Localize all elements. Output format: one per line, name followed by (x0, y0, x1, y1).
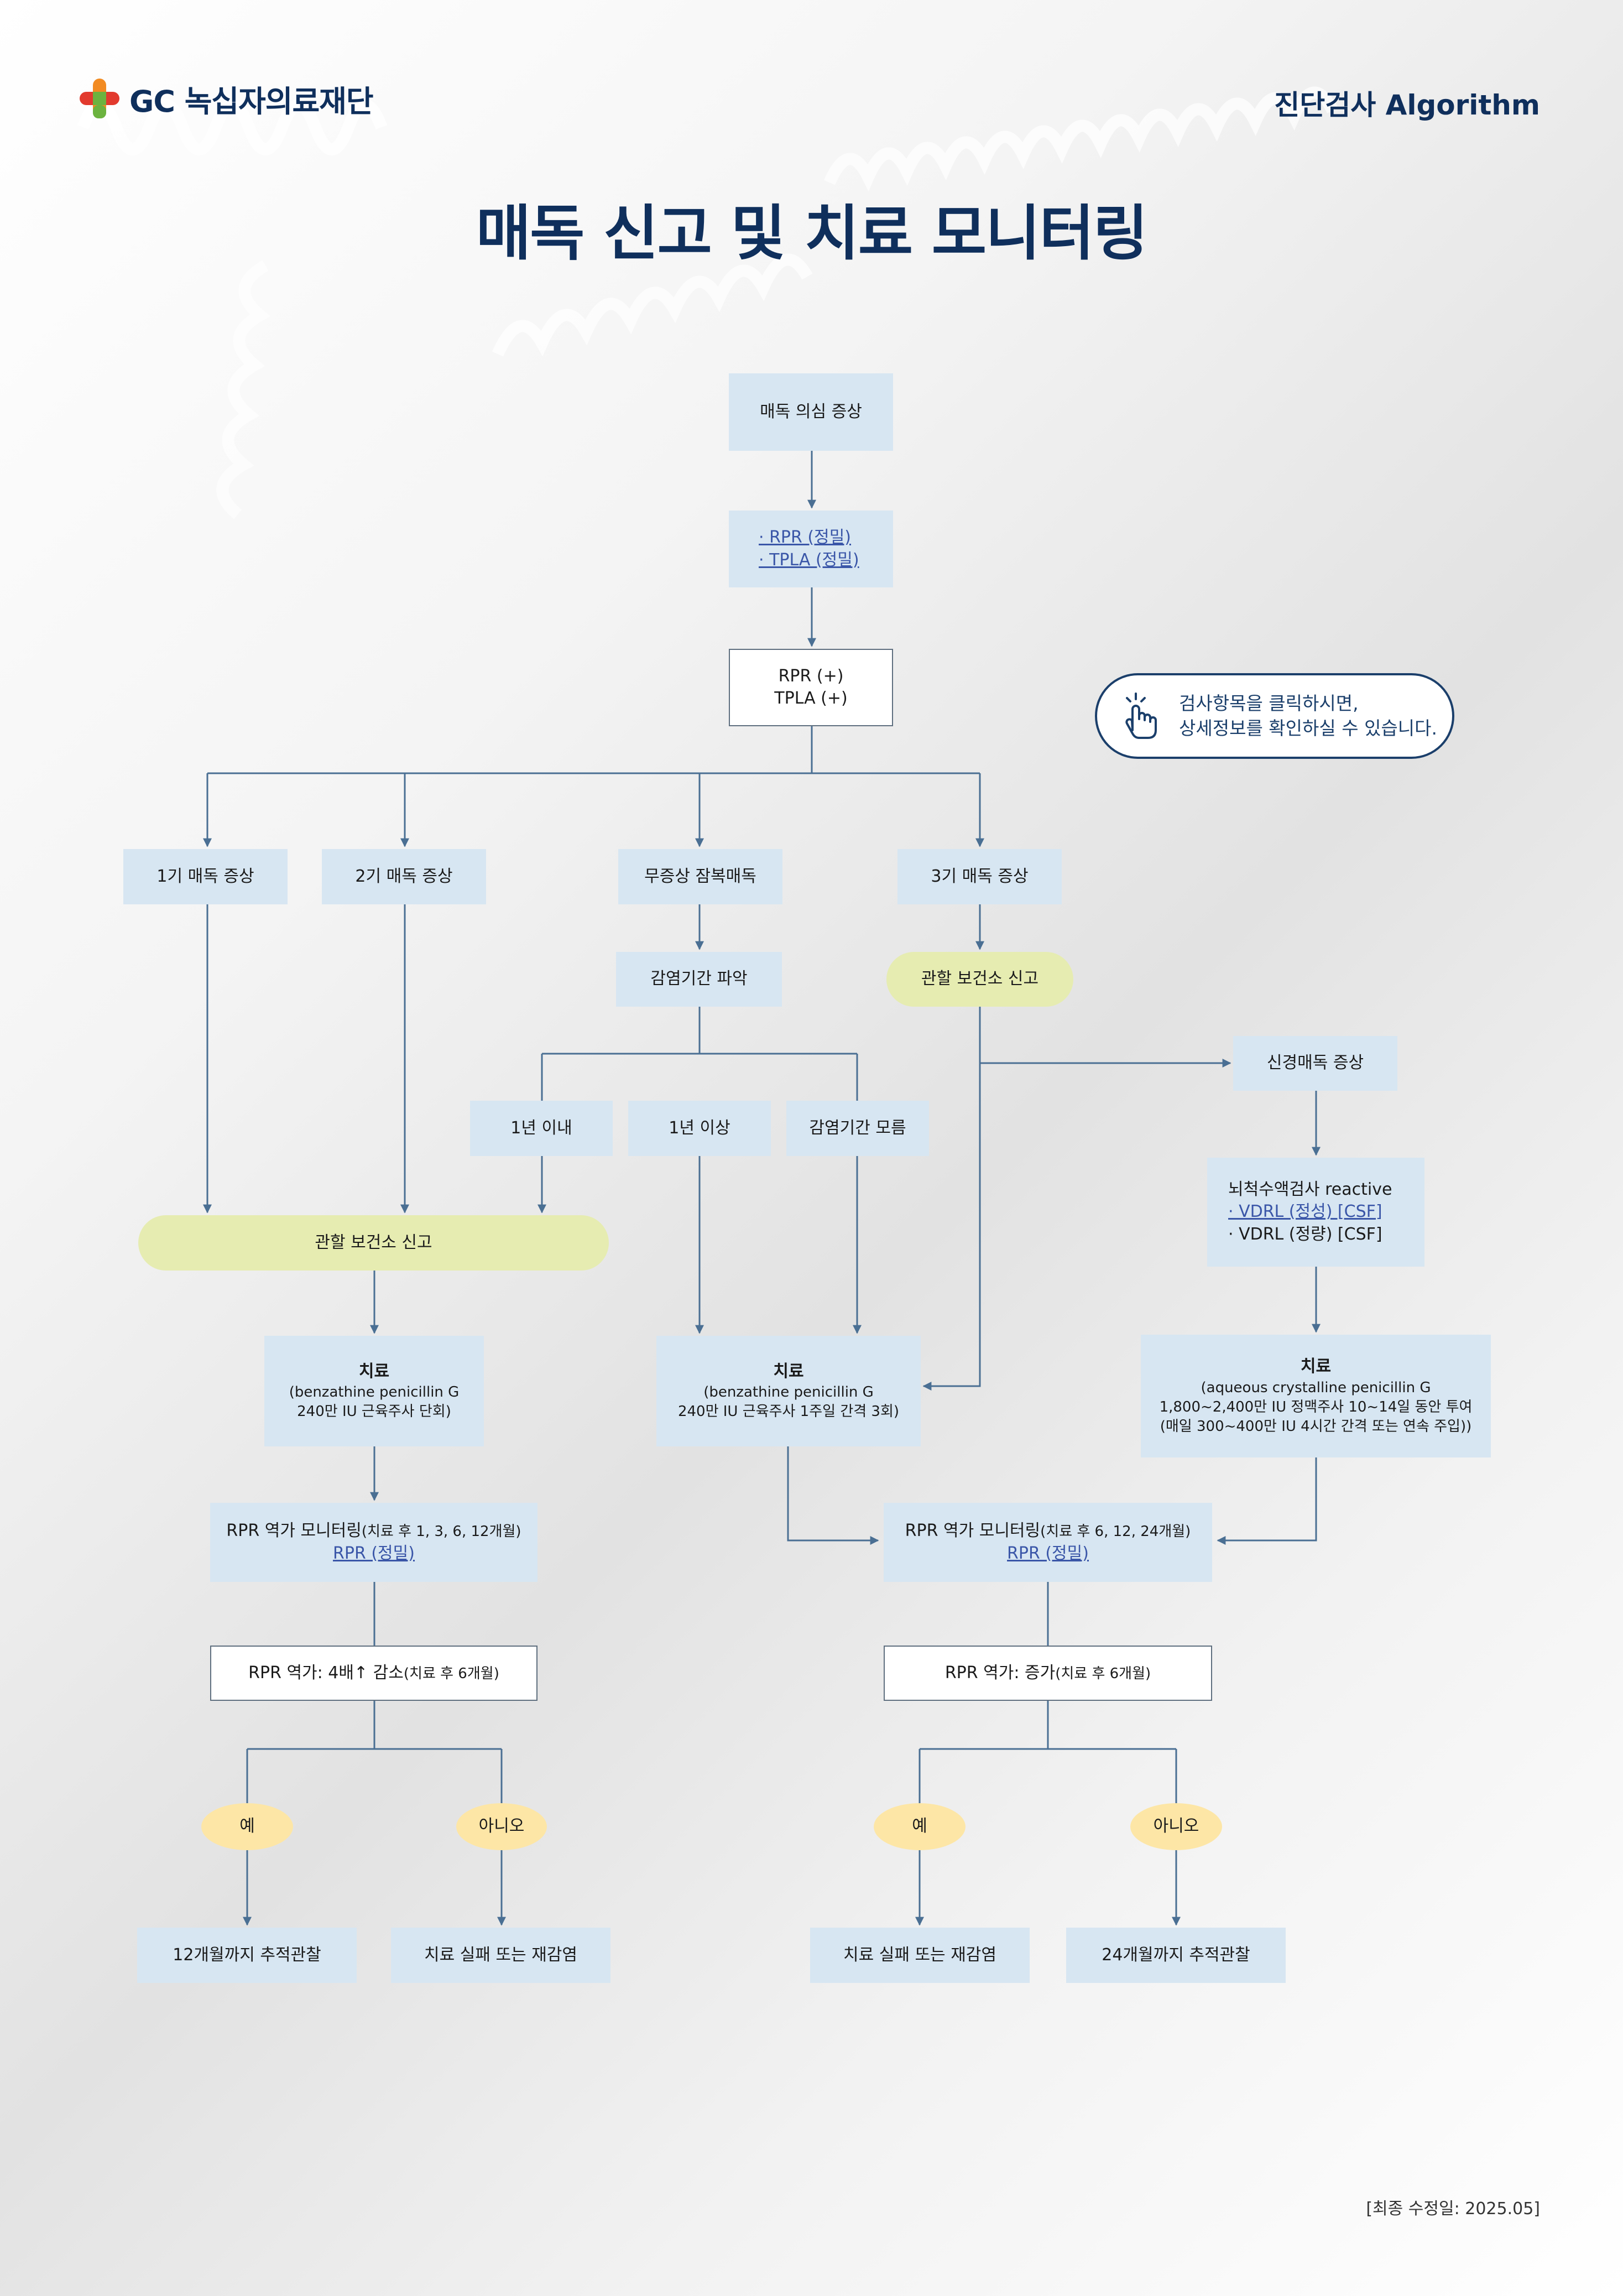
node-duration-unknown: 감염기간 모름 (786, 1101, 929, 1156)
check-timing: (치료 후 6개월) (403, 1665, 499, 1682)
node-label: 관할 보건소 신고 (315, 1232, 432, 1252)
node-neurosyphilis: 신경매독 증상 (1233, 1036, 1397, 1091)
decision-yes-2: 예 (874, 1803, 966, 1850)
tip-line-1: 검사항목을 클릭하시면, (1179, 692, 1359, 714)
node-label: 관할 보건소 신고 (921, 969, 1039, 989)
node-label: 1년 이내 (510, 1118, 572, 1138)
check-label: RPR 역가: 4배↑ 감소 (248, 1663, 404, 1683)
node-stage2: 2기 매독 증상 (322, 849, 486, 904)
outcome-label: 12개월까지 추적관찰 (173, 1945, 321, 1965)
page-title: 매독 신고 및 치료 모니터링 (476, 199, 1148, 268)
node-suspected-symptom: 매독 의심 증상 (729, 373, 893, 451)
algorithm-label: 진단검사 Algorithm (1274, 89, 1540, 121)
treatment-detail-3: (매일 300~400만 IU 4시간 간격 또는 연속 주입)) (1160, 1418, 1472, 1435)
test-link-rpr-monitoring-1[interactable]: RPR (정밀) (333, 1543, 415, 1563)
treatment-detail-1: (benzathine penicillin G (703, 1384, 874, 1401)
decision-label: 아니오 (478, 1816, 525, 1836)
check-label: RPR 역가: 증가 (944, 1663, 1056, 1683)
test-link-rpr[interactable]: · RPR (정밀) (759, 528, 851, 547)
treatment-title: 치료 (773, 1361, 804, 1381)
outcome-treatment-failure-2: 치료 실패 또는 재감염 (810, 1928, 1030, 1983)
monitoring-schedule: (치료 후 6, 12, 24개월) (1040, 1523, 1191, 1540)
node-label: 1년 이상 (669, 1118, 730, 1138)
monitoring-schedule: (치료 후 1, 3, 6, 12개월) (361, 1523, 521, 1540)
node-over-1-year: 1년 이상 (628, 1101, 771, 1156)
pointing-hand-click-icon (1125, 692, 1157, 739)
brand-logo[interactable]: GC 녹십자의료재단 (77, 76, 374, 121)
node-label: 신경매독 증상 (1266, 1053, 1364, 1073)
node-treatment-iv: 치료 (aqueous crystalline penicillin G 1,8… (1141, 1335, 1491, 1457)
node-initial-tests: · RPR (정밀) · TPLA (정밀) (729, 511, 893, 587)
node-stage3: 3기 매독 증상 (897, 849, 1062, 904)
node-within-1-year: 1년 이내 (470, 1101, 613, 1156)
result-rpr: RPR (+) (778, 666, 844, 686)
decision-yes-1: 예 (201, 1803, 293, 1850)
node-treatment-three-doses: 치료 (benzathine penicillin G 240만 IU 근육주사… (656, 1336, 921, 1446)
node-label: 2기 매독 증상 (355, 866, 453, 886)
plus-cross-logo-icon (80, 79, 119, 118)
last-updated: [최종 수정일: 2025.05] (1366, 2199, 1540, 2219)
monitoring-label: RPR 역가 모니터링 (226, 1521, 362, 1540)
node-label: 매독 의심 증상 (760, 402, 862, 421)
node-report-health-center: 관할 보건소 신고 (138, 1215, 609, 1271)
node-label: 감염기간 모름 (809, 1118, 906, 1138)
vdrl-quantitative-csf: · VDRL (정량) [CSF] (1228, 1224, 1382, 1244)
tip-line-2: 상세정보를 확인하실 수 있습니다. (1179, 717, 1437, 739)
node-rpr-titer-decrease-check: RPR 역가: 4배↑ 감소(치료 후 6개월) (210, 1646, 537, 1701)
connector-tx2-to-mon2 (787, 1446, 879, 1545)
node-test-result: RPR (+) TPLA (+) (729, 649, 893, 726)
node-label: 무증상 잠복매독 (644, 866, 756, 886)
monitoring-label: RPR 역가 모니터링 (905, 1521, 1041, 1540)
test-link-vdrl-qualitative-csf[interactable]: · VDRL (정성) [CSF] (1228, 1202, 1382, 1222)
test-link-tpla[interactable]: · TPLA (정밀) (759, 550, 859, 570)
decision-label: 예 (912, 1816, 927, 1836)
node-label: 3기 매독 증상 (931, 866, 1029, 886)
connector-tx3-to-mon2 (1217, 1457, 1317, 1545)
check-timing: (치료 후 6개월) (1055, 1665, 1151, 1682)
treatment-title: 치료 (1300, 1357, 1332, 1377)
node-rpr-titer-increase-check: RPR 역가: 증가(치료 후 6개월) (884, 1646, 1212, 1701)
decision-label: 예 (239, 1816, 255, 1836)
node-latent: 무증상 잠복매독 (618, 849, 782, 904)
connector-stage3-report-to-tx2 (922, 1007, 981, 1391)
decision-label: 아니오 (1153, 1816, 1199, 1836)
brand-name: GC 녹십자의료재단 (129, 84, 374, 119)
click-info-tooltip: 검사항목을 클릭하시면, 상세정보를 확인하실 수 있습니다. (1095, 673, 1454, 759)
result-tpla: TPLA (+) (774, 689, 848, 708)
node-rpr-monitoring-2: RPR 역가 모니터링(치료 후 6, 12, 24개월) RPR (정밀) (884, 1503, 1212, 1582)
test-link-rpr-monitoring-2[interactable]: RPR (정밀) (1007, 1543, 1089, 1563)
decision-no-1: 아니오 (456, 1803, 547, 1850)
node-rpr-monitoring-1: RPR 역가 모니터링(치료 후 1, 3, 6, 12개월) RPR (정밀) (210, 1503, 537, 1582)
node-label: 1기 매독 증상 (156, 866, 254, 886)
node-infection-duration: 감염기간 파악 (616, 952, 782, 1007)
treatment-detail-2: 240만 IU 근육주사 1주일 간격 3회) (677, 1403, 900, 1420)
treatment-title: 치료 (358, 1361, 390, 1381)
outcome-follow-up-24-months: 24개월까지 추적관찰 (1066, 1928, 1286, 1983)
node-report-health-center-stage3: 관할 보건소 신고 (886, 952, 1073, 1007)
node-treatment-single-dose: 치료 (benzathine penicillin G 240만 IU 근육주사… (264, 1336, 484, 1446)
treatment-detail-1: (benzathine penicillin G (289, 1384, 460, 1401)
outcome-label: 24개월까지 추적관찰 (1102, 1945, 1250, 1965)
outcome-label: 치료 실패 또는 재감염 (843, 1945, 996, 1965)
node-label: 감염기간 파악 (650, 969, 748, 989)
treatment-detail-1: (aqueous crystalline penicillin G (1201, 1379, 1431, 1396)
treatment-detail-2: 1,800~2,400만 IU 정맥주사 10~14일 동안 투여 (1159, 1398, 1473, 1415)
node-stage1: 1기 매독 증상 (123, 849, 288, 904)
outcome-label: 치료 실패 또는 재감염 (424, 1945, 577, 1965)
outcome-treatment-failure-1: 치료 실패 또는 재감염 (391, 1928, 610, 1983)
decision-no-2: 아니오 (1130, 1803, 1222, 1850)
outcome-follow-up-12-months: 12개월까지 추적관찰 (137, 1928, 357, 1983)
treatment-detail-2: 240만 IU 근육주사 단회) (297, 1403, 451, 1420)
csf-title: 뇌척수액검사 reactive (1228, 1179, 1392, 1199)
node-csf-test: 뇌척수액검사 reactive · VDRL (정성) [CSF] · VDRL… (1207, 1158, 1424, 1267)
